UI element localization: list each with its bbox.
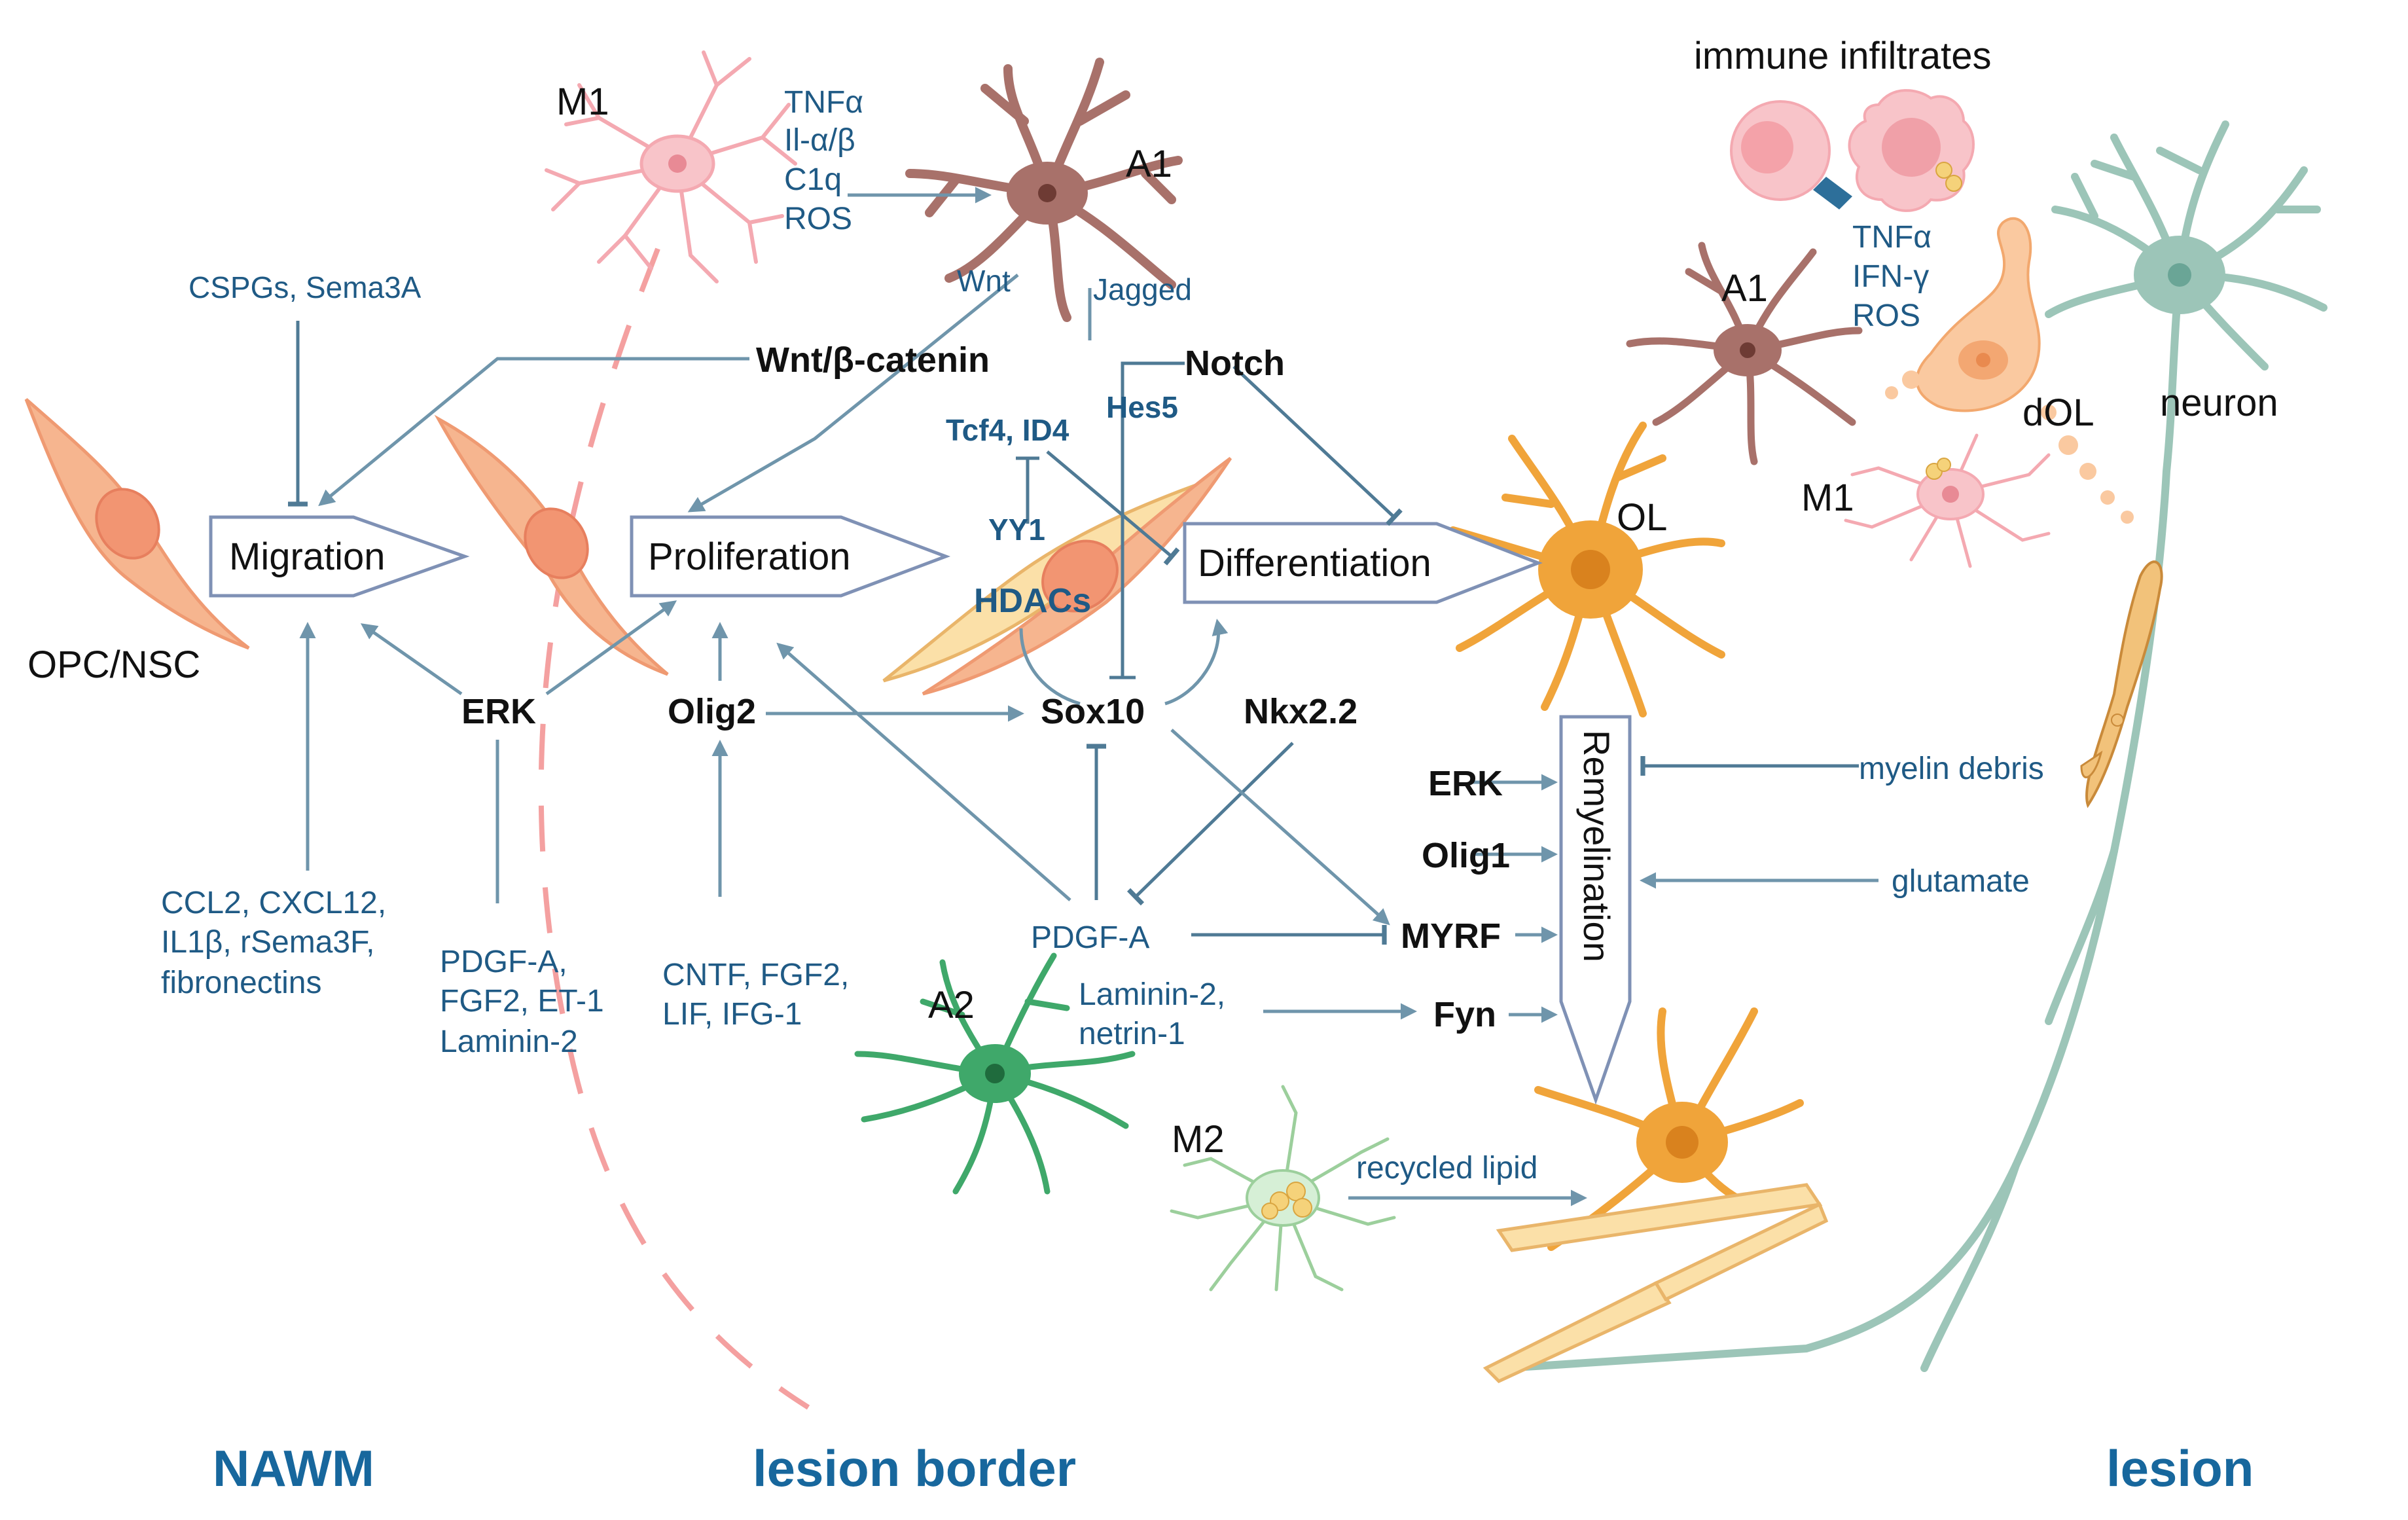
migration-factor-list: CCL2, CXCL12, IL1β, rSema3F, fibronectin…: [161, 886, 386, 1000]
fyn-label: Fyn: [1433, 995, 1496, 1034]
laminin-netrin-label: netrin-1: [1079, 1017, 1185, 1051]
a2-label: A2: [928, 984, 975, 1026]
neuron-icon: [1501, 120, 2327, 1372]
a1-label: A1: [1126, 143, 1172, 185]
region-lesion-border-label: lesion border: [753, 1439, 1076, 1497]
neuron-label: neuron: [2160, 382, 2278, 424]
region-lesion-label: lesion: [2106, 1439, 2254, 1497]
m1-factor: Il-α/β: [784, 123, 855, 158]
region-nawm-label: NAWM: [213, 1439, 374, 1497]
m1-factor: ROS: [784, 202, 852, 236]
oligodendrocyte-icon: [1885, 217, 2134, 524]
a1-lesion-label: A1: [1721, 267, 1768, 310]
lesion-factor: ROS: [1852, 299, 1920, 333]
olig2-factor: CNTF, FGF2,: [662, 958, 849, 992]
ol-label: OL: [1617, 496, 1667, 539]
migration-factor: fibronectins: [161, 966, 321, 1000]
opc-nsc-label: OPC/NSC: [27, 643, 200, 686]
hes5-label: Hes5: [1106, 390, 1178, 424]
m1-factor: TNFα: [784, 85, 863, 120]
tcf4-id4-label: Tcf4, ID4: [946, 413, 1069, 447]
proliferation-label: Proliferation: [648, 535, 850, 578]
erk-factor: Laminin-2: [440, 1024, 578, 1059]
migration-factor: CCL2, CXCL12,: [161, 886, 386, 920]
migration-process: [209, 515, 470, 598]
pdgfa-label: PDGF-A: [1031, 920, 1149, 955]
dol-label: dOL: [2022, 391, 2094, 434]
olig2-label: Olig2: [668, 692, 756, 731]
recycled-lipid-label: recycled lipid: [1356, 1151, 1537, 1185]
erk-factor: PDGF-A,: [440, 945, 567, 979]
opc-cell-icon: [24, 398, 250, 650]
olig1-label: Olig1: [1422, 836, 1510, 875]
differentiation-label: Differentiation: [1198, 542, 1431, 585]
remyelination-process: [1559, 715, 1632, 1105]
astrocyte-icon: [1626, 242, 1863, 465]
astrocyte-icon: [854, 952, 1136, 1195]
lesion-factor-list: TNFα IFN-γ ROS: [1852, 220, 1932, 333]
lesion-factor: TNFα: [1852, 220, 1932, 255]
olig2-factor-list: CNTF, FGF2, LIF, IFG-1: [662, 958, 849, 1032]
immune-infiltrates-label: immune infiltrates: [1694, 35, 1991, 77]
erk-label: ERK: [461, 692, 536, 731]
m1-label: M1: [556, 81, 609, 123]
laminin-netrin-label: Laminin-2,: [1079, 977, 1225, 1012]
pathway-connectors: [288, 187, 1878, 1206]
sox10-label: Sox10: [1041, 692, 1145, 731]
astrocyte-icon: [905, 58, 1183, 322]
erk-factor-list: PDGF-A, FGF2, ET-1 Laminin-2: [440, 945, 604, 1059]
remyelination-label: Remyelination: [1576, 730, 1617, 962]
erk-factor: FGF2, ET-1: [440, 984, 604, 1019]
oligodendrocyte-icon: [1534, 1007, 1804, 1251]
hdacs-label: HDACs: [974, 582, 1091, 620]
proliferation-process: [630, 515, 951, 598]
lesion-border-line: [538, 247, 810, 1410]
yy1-label: YY1: [988, 513, 1045, 547]
wnt-bcatenin-label: Wnt/β-catenin: [756, 340, 990, 380]
olig2-factor: LIF, IFG-1: [662, 997, 802, 1032]
m1-factor-list: TNFα Il-α/β C1q ROS: [784, 85, 863, 236]
erk-remyelination-label: ERK: [1428, 764, 1503, 803]
microglia-icon: [1844, 433, 2051, 568]
opc-cell-icon: [882, 457, 1232, 696]
opc-cell-icon: [434, 414, 669, 676]
myrf-label: MYRF: [1401, 916, 1501, 956]
migration-factor: IL1β, rSema3F,: [161, 925, 374, 960]
immune-cell-icon: [1730, 89, 1975, 212]
microglia-icon: [1170, 1085, 1396, 1292]
wnt-label: Wnt: [957, 264, 1011, 298]
m1-factor: C1q: [784, 162, 842, 197]
m2-label: M2: [1172, 1118, 1225, 1161]
glutamate-label: glutamate: [1892, 864, 2030, 899]
nkx22-label: Nkx2.2: [1244, 692, 1357, 731]
m1-lesion-label: M1: [1801, 477, 1854, 519]
myelin-sheath-icon: [1483, 1183, 1829, 1384]
myelin-debris-icon: [2080, 560, 2163, 808]
cspgs-label: CSPGs, Sema3A: [189, 270, 422, 304]
notch-label: Notch: [1185, 344, 1285, 383]
jagged-label: Jagged: [1093, 272, 1192, 306]
lesion-factor: IFN-γ: [1852, 259, 1929, 294]
migration-label: Migration: [229, 535, 386, 578]
myelin-debris-label: myelin debris: [1859, 751, 2044, 786]
microglia-icon: [545, 50, 797, 283]
